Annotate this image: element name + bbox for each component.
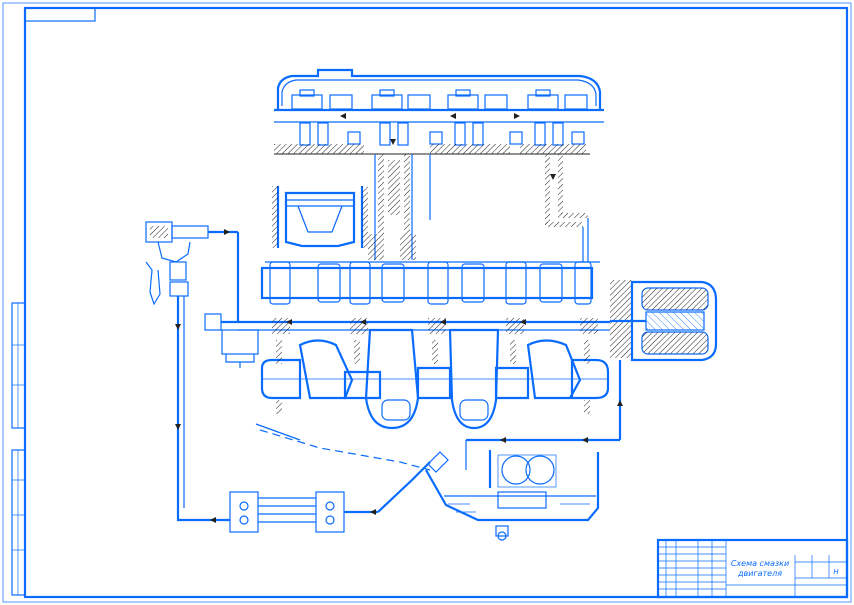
title-block: Схема смазки двигателя Н [656, 538, 849, 599]
left-margin-stamp [11, 302, 26, 596]
valve-cover [274, 68, 604, 123]
bearing-caps [276, 340, 590, 414]
top-corner-box [24, 7, 96, 22]
crankshaft [260, 328, 610, 430]
sheet-mark: Н [833, 568, 839, 576]
title-line-1: Схема смазки [731, 559, 789, 568]
main-oil-gallery [238, 318, 610, 334]
rocker-assemblies [291, 89, 588, 146]
pressure-sensor-valve [145, 221, 240, 508]
oil-filter [610, 280, 718, 362]
flow-arrows [175, 113, 623, 523]
bypass-valve [204, 313, 259, 368]
piston [272, 186, 368, 248]
camshaft [260, 261, 594, 305]
title-line-2: двигателя [737, 569, 782, 578]
oil-channels [374, 154, 589, 262]
cylinder-head-section [274, 144, 590, 155]
return-flow-lines [255, 423, 449, 473]
block-bore [265, 234, 600, 263]
oil-pan [425, 452, 600, 541]
